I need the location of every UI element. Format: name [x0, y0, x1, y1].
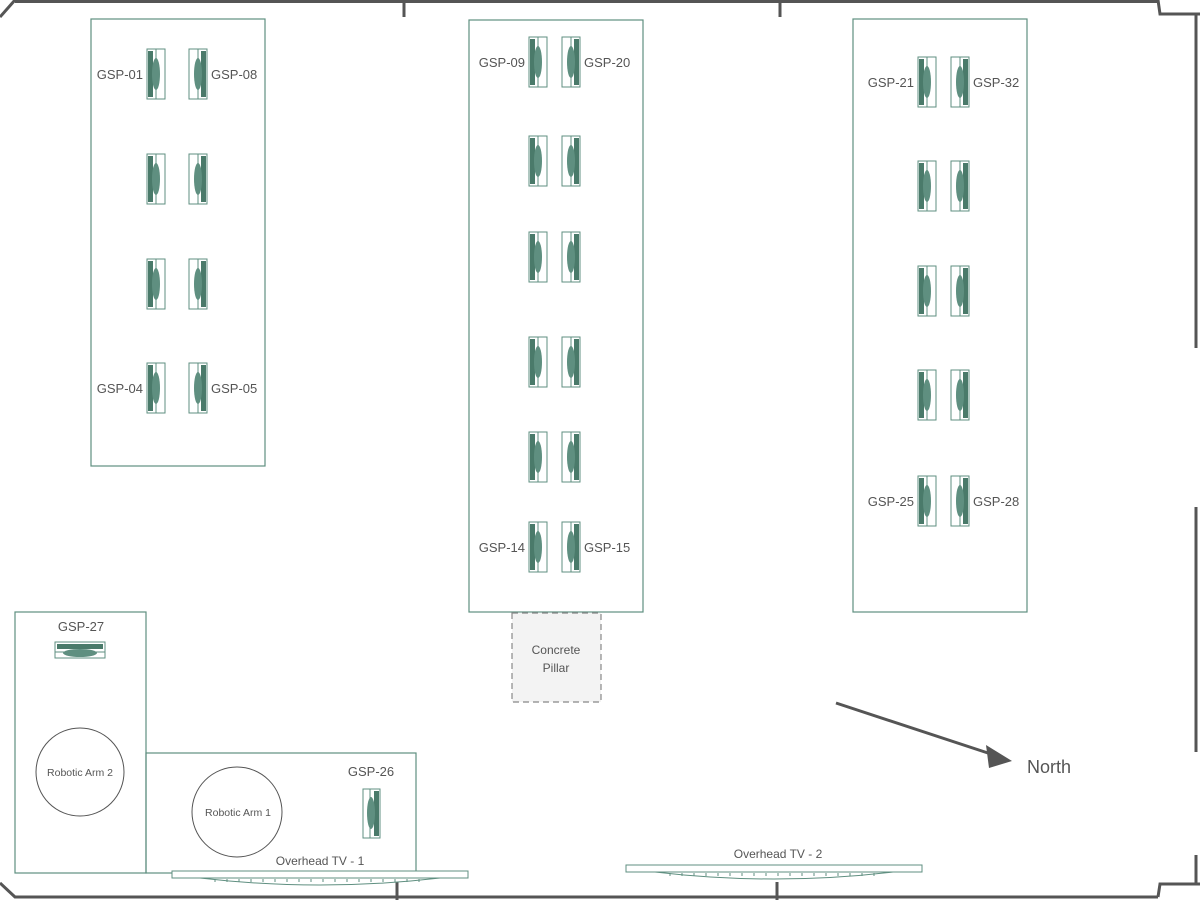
label-gsp-25: GSP-25 — [868, 494, 914, 509]
station-left-3-right[interactable] — [188, 362, 208, 414]
label-gsp-28: GSP-28 — [973, 494, 1019, 509]
station-center-2-left[interactable] — [528, 231, 548, 283]
station-center-0-right[interactable] — [561, 36, 581, 88]
station-right-4-left[interactable] — [917, 475, 937, 527]
label-gsp-05: GSP-05 — [211, 381, 257, 396]
area-right — [852, 18, 1028, 613]
station-right-4-right[interactable] — [950, 475, 970, 527]
station-center-5-right[interactable] — [561, 521, 581, 573]
station-right-2-right[interactable] — [950, 265, 970, 317]
north-arrow — [835, 701, 1012, 768]
north-label: North — [1027, 757, 1071, 777]
label-gsp-32: GSP-32 — [973, 75, 1019, 90]
label-gsp-27: GSP-27 — [58, 619, 104, 634]
station-center-3-left[interactable] — [528, 336, 548, 388]
label-gsp-15: GSP-15 — [584, 540, 630, 555]
station-center-5-left[interactable] — [528, 521, 548, 573]
station-gsp-26[interactable] — [362, 788, 381, 839]
label-gsp-14: GSP-14 — [479, 540, 525, 555]
station-left-2-right[interactable] — [188, 258, 208, 310]
station-right-2-left[interactable] — [917, 265, 937, 317]
label-gsp-26: GSP-26 — [348, 764, 394, 779]
label-gsp-20: GSP-20 — [584, 55, 630, 70]
station-left-0-left[interactable] — [146, 48, 166, 100]
station-left-2-left[interactable] — [146, 258, 166, 310]
label-gsp-09: GSP-09 — [479, 55, 525, 70]
station-center-2-right[interactable] — [561, 231, 581, 283]
robotic-arm-1[interactable] — [191, 766, 283, 858]
station-right-3-left[interactable] — [917, 369, 937, 421]
stations — [146, 36, 970, 573]
station-center-0-left[interactable] — [528, 36, 548, 88]
label-gsp-08: GSP-08 — [211, 67, 257, 82]
station-right-0-right[interactable] — [950, 56, 970, 108]
station-left-1-left[interactable] — [146, 153, 166, 205]
concrete-pillar — [511, 612, 602, 703]
robotic-arm-2[interactable] — [35, 727, 125, 817]
station-gsp-27[interactable] — [54, 641, 106, 659]
label-overhead-tv-2: Overhead TV - 2 — [734, 847, 823, 861]
station-right-3-right[interactable] — [950, 369, 970, 421]
station-center-1-right[interactable] — [561, 135, 581, 187]
station-right-1-left[interactable] — [917, 160, 937, 212]
label-robotic-arm-2: Robotic Arm 2 — [47, 767, 113, 779]
station-left-1-right[interactable] — [188, 153, 208, 205]
station-center-3-right[interactable] — [561, 336, 581, 388]
pillar-label-line1: Concrete — [532, 643, 581, 657]
overhead-tv-1[interactable] — [171, 870, 469, 886]
overhead-tv-2[interactable] — [625, 864, 923, 880]
station-center-4-left[interactable] — [528, 431, 548, 483]
station-right-0-left[interactable] — [917, 56, 937, 108]
area-center — [468, 19, 644, 613]
station-center-4-right[interactable] — [561, 431, 581, 483]
pillar-label-line2: Pillar — [543, 661, 570, 675]
station-left-0-right[interactable] — [188, 48, 208, 100]
label-overhead-tv-1: Overhead TV - 1 — [276, 854, 365, 868]
station-left-3-left[interactable] — [146, 362, 166, 414]
label-gsp-04: GSP-04 — [97, 381, 143, 396]
label-gsp-21: GSP-21 — [868, 75, 914, 90]
station-right-1-right[interactable] — [950, 160, 970, 212]
label-gsp-01: GSP-01 — [97, 67, 143, 82]
station-center-1-left[interactable] — [528, 135, 548, 187]
area-robot-2 — [14, 611, 147, 874]
area-left — [90, 18, 266, 467]
label-robotic-arm-1: Robotic Arm 1 — [205, 807, 271, 819]
